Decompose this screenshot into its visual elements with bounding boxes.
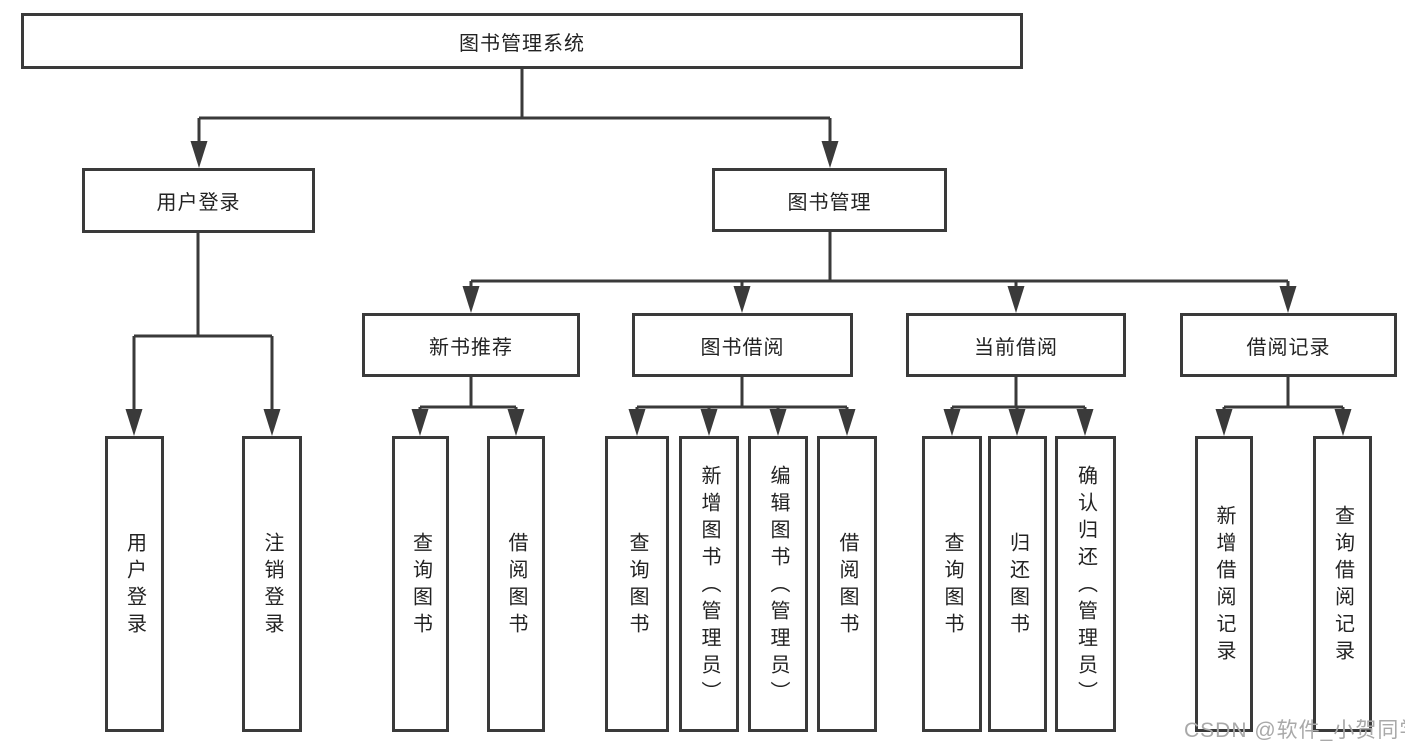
node-library-system: 图书管理系统 bbox=[21, 13, 1023, 69]
leaf-add-borrow-record: 新增借阅记录 bbox=[1195, 436, 1253, 732]
node-label: 注销登录 bbox=[261, 532, 283, 640]
arrowhead-icon bbox=[1334, 409, 1352, 436]
leaf-add-book-admin: 新增图书（管理员） bbox=[679, 436, 739, 732]
leaf-query-book-borrow: 查询图书 bbox=[605, 436, 669, 732]
arrowhead-icon bbox=[507, 409, 525, 436]
node-book-borrow: 图书借阅 bbox=[632, 313, 853, 377]
node-label: 查询图书 bbox=[626, 532, 648, 640]
node-label: 查询借阅记录 bbox=[1331, 505, 1354, 667]
node-label: 归还图书 bbox=[1006, 532, 1029, 640]
arrowhead-icon bbox=[733, 286, 751, 313]
leaf-user-login: 用户登录 bbox=[105, 436, 164, 732]
node-label: 确认归还（管理员） bbox=[1074, 464, 1097, 708]
node-label: 当前借阅 bbox=[974, 336, 1058, 359]
leaf-logout: 注销登录 bbox=[242, 436, 302, 732]
leaf-borrow-book: 借阅图书 bbox=[817, 436, 877, 732]
arrowhead-icon bbox=[411, 409, 429, 436]
node-label: 新书推荐 bbox=[429, 336, 513, 359]
leaf-query-book-recommend: 查询图书 bbox=[392, 436, 449, 732]
node-new-book-recommend: 新书推荐 bbox=[362, 313, 580, 377]
leaf-confirm-return-admin: 确认归还（管理员） bbox=[1055, 436, 1116, 732]
arrowhead-icon bbox=[462, 286, 480, 313]
arrowhead-icon bbox=[628, 409, 646, 436]
node-current-borrow: 当前借阅 bbox=[906, 313, 1126, 377]
node-label: 借阅图书 bbox=[836, 532, 858, 640]
arrowhead-icon bbox=[1215, 409, 1233, 436]
node-borrow-records: 借阅记录 bbox=[1180, 313, 1397, 377]
node-label: 借阅记录 bbox=[1246, 336, 1331, 359]
csdn-watermark: CSDN @软件_小贺同学 bbox=[1184, 719, 1405, 742]
node-label: 查询图书 bbox=[409, 532, 432, 640]
arrowhead-icon bbox=[263, 409, 281, 436]
node-label: 图书管理系统 bbox=[459, 32, 585, 55]
leaf-query-book-current: 查询图书 bbox=[922, 436, 982, 732]
node-user-login: 用户登录 bbox=[82, 168, 315, 233]
arrowhead-icon bbox=[1279, 286, 1297, 313]
arrowhead-icon bbox=[125, 409, 143, 436]
node-label: 图书管理 bbox=[787, 191, 872, 214]
leaf-borrow-book-recommend: 借阅图书 bbox=[487, 436, 545, 732]
node-label: 新增图书（管理员） bbox=[698, 464, 720, 708]
leaf-query-borrow-record: 查询借阅记录 bbox=[1313, 436, 1372, 732]
arrowhead-icon bbox=[1008, 409, 1026, 436]
arrowhead-icon bbox=[943, 409, 961, 436]
node-label: 用户登录 bbox=[123, 532, 146, 640]
arrowhead-icon bbox=[190, 141, 208, 168]
node-label: 借阅图书 bbox=[505, 532, 527, 640]
leaf-return-book: 归还图书 bbox=[988, 436, 1047, 732]
node-book-management: 图书管理 bbox=[712, 168, 947, 232]
arrowhead-icon bbox=[769, 409, 787, 436]
leaf-edit-book-admin: 编辑图书（管理员） bbox=[748, 436, 808, 732]
arrowhead-icon bbox=[821, 141, 839, 168]
node-label: 编辑图书（管理员） bbox=[767, 464, 789, 708]
arrowhead-icon bbox=[1007, 286, 1025, 313]
arrowhead-icon bbox=[700, 409, 718, 436]
node-label: 新增借阅记录 bbox=[1213, 505, 1235, 667]
node-label: 查询图书 bbox=[941, 532, 963, 640]
node-label: 图书借阅 bbox=[700, 336, 785, 359]
node-label: 用户登录 bbox=[156, 192, 241, 214]
arrowhead-icon bbox=[1076, 409, 1094, 436]
arrowhead-icon bbox=[838, 409, 856, 436]
